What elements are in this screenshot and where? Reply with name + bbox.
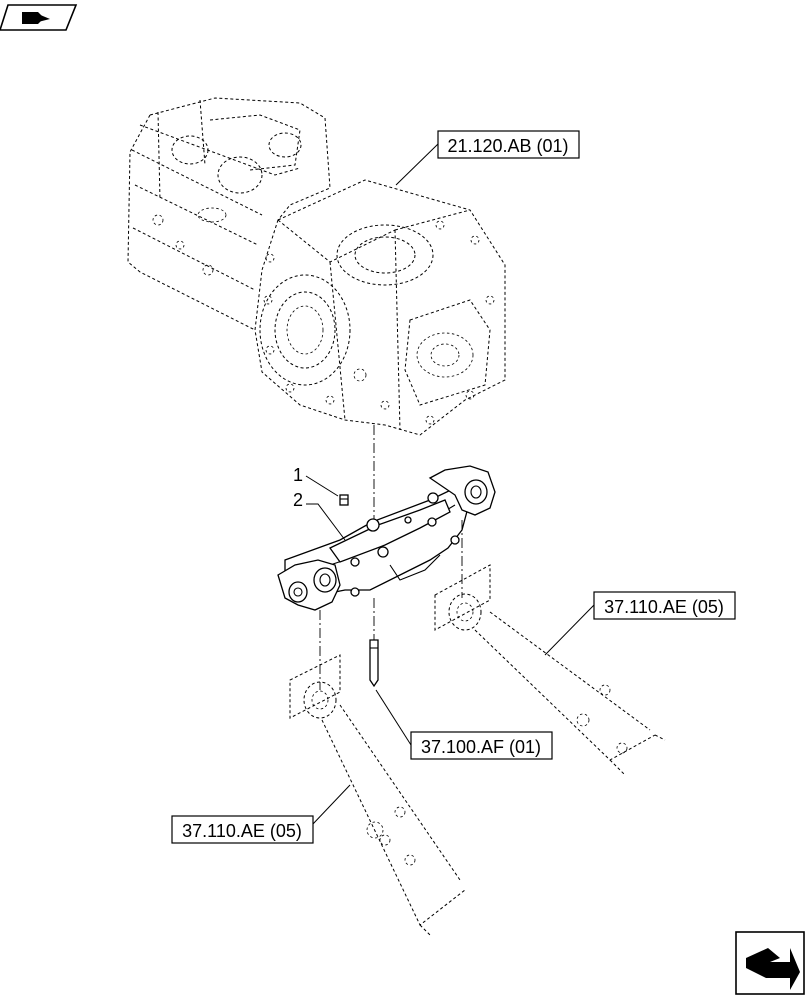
next-page-arrow-icon[interactable] (735, 931, 805, 995)
ref-pin-label: 37.100.AF (01) (421, 737, 541, 757)
ref-transmission-label: 21.120.AB (01) (447, 136, 568, 156)
lower-link-right (434, 564, 666, 776)
callout-2-leader (306, 503, 346, 541)
ref-lower-link-right-label: 37.110.AE (05) (604, 597, 724, 617)
ref-pin-box[interactable]: 37.100.AF (01) (375, 689, 553, 760)
lower-link-left (289, 654, 466, 936)
callout-1-label: 1 (293, 465, 303, 485)
pin (369, 639, 379, 688)
callout-2-label: 2 (293, 490, 303, 510)
ref-lower-link-right-box[interactable]: 37.110.AE (05) (544, 591, 736, 656)
transmission-housing (127, 97, 506, 436)
callout-1-leader (305, 475, 339, 497)
ref-lower-link-left-box[interactable]: 37.110.AE (05) (171, 784, 351, 844)
ref-transmission-box[interactable]: 21.120.AB (01) (395, 130, 580, 186)
drawbar-bracket (277, 465, 496, 611)
pencil-page-icon[interactable] (0, 4, 78, 31)
ref-lower-link-left-label: 37.110.AE (05) (182, 821, 302, 841)
